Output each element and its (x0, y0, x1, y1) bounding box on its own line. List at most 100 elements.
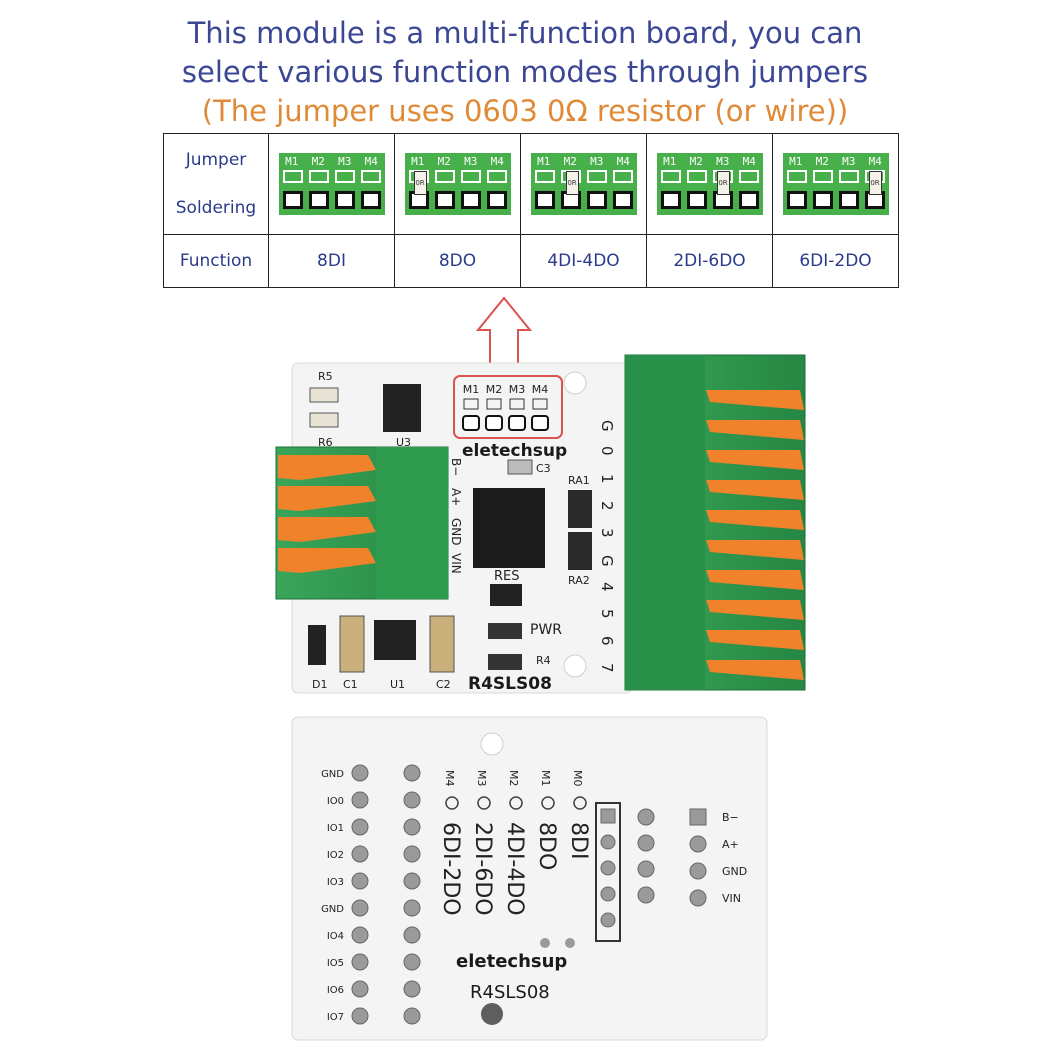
mode-text: 2DI-6DO (470, 822, 495, 916)
silk-u1: U1 (390, 678, 405, 691)
mode-text: 8DO (534, 822, 559, 870)
silk-d1: D1 (312, 678, 327, 691)
jumper-label: M1 (411, 155, 425, 168)
mode-text: 6DI-2DO (438, 822, 463, 916)
silk-res: RES (494, 569, 520, 584)
jumper-label: M1 (789, 155, 803, 168)
board-jumper-label: M2 (486, 383, 503, 396)
mode-2di-6do: 2DI-6DO (646, 234, 773, 288)
io-label: IO4 (327, 931, 344, 942)
row-header-jumper-text: Jumper (185, 150, 247, 170)
io-label: IO7 (327, 1012, 344, 1023)
silk-r5: R5 (318, 370, 333, 383)
jumper-label: M1 (537, 155, 551, 168)
mode-pad-label: M0 (571, 770, 584, 787)
mode-pad-label: M2 (507, 770, 520, 787)
board-top: M1 M2 M3 M4 R5 R6 U3 C3 RA1 RA2 RES PWR … (275, 354, 806, 694)
right-term-label: 2 (598, 501, 616, 511)
jumper-label: M2 (437, 155, 451, 168)
right-terminal-block (624, 354, 806, 691)
right-term-label: G (598, 420, 616, 432)
headline-line-2: select various function modes through ju… (181, 55, 869, 89)
jumper-label: M3 (590, 155, 604, 168)
board-jumper-label: M1 (463, 383, 480, 396)
mode-pad-label: M3 (475, 770, 488, 787)
io-label: GND (321, 769, 344, 780)
term-label: A+ (449, 488, 463, 506)
jumper-label: M3 (464, 155, 478, 168)
silk-c2: C2 (436, 678, 451, 691)
mode-pad-label: M4 (443, 770, 456, 787)
power-label: VIN (722, 892, 741, 905)
io-label: IO2 (327, 850, 344, 861)
jumper-callout-box (453, 375, 563, 439)
right-term-label: 5 (598, 609, 616, 619)
jumper-label: M2 (815, 155, 829, 168)
jumper-diagram: M1 M2 M3 M4 0R (530, 153, 637, 215)
silk-pwr: PWR (530, 622, 562, 638)
jumper-label: M4 (616, 155, 630, 168)
regulator-u1 (374, 620, 416, 660)
term-label: GND (449, 518, 463, 546)
jumper-label: M2 (689, 155, 703, 168)
brand-bottom: eletechsup (456, 951, 567, 972)
jumper-note: (The jumper uses 0603 0Ω resistor (or wi… (201, 94, 849, 128)
mode-text: 4DI-4DO (502, 822, 527, 916)
term-label: B− (449, 458, 463, 476)
row-header-jumper: Jumper Soldering (163, 133, 269, 235)
jumper-label: M1 (663, 155, 677, 168)
chip-main (473, 488, 545, 568)
headline-line-1: This module is a multi-function board, y… (187, 16, 863, 50)
right-term-label: 0 (598, 446, 616, 456)
power-label: GND (722, 865, 747, 878)
right-term-label: 7 (598, 663, 616, 673)
right-term-label: 1 (598, 474, 616, 484)
model-top: R4SLS08 (468, 674, 552, 694)
board-jumper-label: M3 (509, 383, 526, 396)
jumper-label: M3 (716, 155, 730, 168)
mode-6di-2do: 6DI-2DO (772, 234, 899, 288)
io-label: IO0 (327, 796, 344, 807)
jumper-label: M4 (490, 155, 504, 168)
model-bottom: R4SLS08 (470, 982, 550, 1003)
right-term-label: G (598, 555, 616, 567)
jumper-diagram: M1 M2 M3 M4 0R (404, 153, 511, 215)
callout-arrow (475, 296, 533, 372)
board-jumper-label: M4 (532, 383, 549, 396)
board-bottom: GND IO0 IO1 IO2 IO3 GND IO4 IO5 IO6 IO7 (291, 716, 768, 1041)
jumper-label: M2 (563, 155, 577, 168)
mode-8do: 8DO (394, 234, 521, 288)
jumper-label: M4 (364, 155, 378, 168)
zero-ohm-resistor: 0R (413, 171, 427, 195)
silk-ra2: RA2 (568, 574, 590, 587)
silk-r6: R6 (318, 436, 333, 449)
jumper-label: M3 (842, 155, 856, 168)
silk-c3: C3 (536, 462, 551, 475)
io-label: IO6 (327, 985, 344, 996)
silk-u3: U3 (396, 436, 411, 449)
right-term-label: 4 (598, 582, 616, 592)
io-label: IO3 (327, 877, 344, 888)
zero-ohm-resistor: 0R (565, 171, 579, 195)
silk-c1: C1 (343, 678, 358, 691)
row-header-soldering-text: Soldering (175, 198, 257, 218)
power-label: A+ (722, 838, 739, 851)
brand-top: eletechsup (462, 441, 567, 461)
jumper-label: M1 (285, 155, 299, 168)
io-label: IO1 (327, 823, 344, 834)
jumper-label: M4 (868, 155, 882, 168)
right-term-label: 6 (598, 636, 616, 646)
power-label: B− (722, 811, 739, 824)
left-terminal-block (275, 446, 449, 600)
jumper-mode-table: Jumper Soldering M1 M2 M3 M4 M1 M2 M3 M4 0R M1… (163, 133, 899, 288)
jumper-label: M3 (338, 155, 352, 168)
jumper-label: M4 (742, 155, 756, 168)
right-term-label: 3 (598, 528, 616, 538)
mode-8di: 8DI (268, 234, 395, 288)
silk-ra1: RA1 (568, 474, 590, 487)
